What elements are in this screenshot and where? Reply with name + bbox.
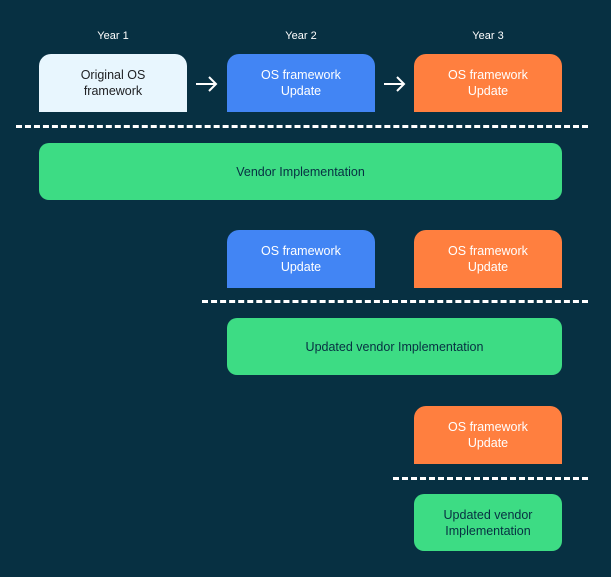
arrow-right-icon [384,76,406,92]
stage-3-divider [393,477,588,480]
os-framework-update-year2-box: OS framework Update [227,54,375,112]
stage-1-divider [16,125,588,128]
updated-vendor-implementation-box: Updated vendor Implementation [227,318,562,375]
arrow-right-icon [196,76,218,92]
vendor-implementation-box: Vendor Implementation [39,143,562,200]
os-framework-update-year2-box: OS framework Update [227,230,375,288]
year-3-label: Year 3 [472,30,504,42]
os-framework-update-year3-box: OS framework Update [414,54,562,112]
updated-vendor-implementation-box: Updated vendor Implementation [414,494,562,551]
year-2-label: Year 2 [285,30,317,42]
os-framework-update-year3-box: OS framework Update [414,406,562,464]
year-1-label: Year 1 [97,30,129,42]
original-os-framework-box: Original OS framework [39,54,187,112]
stage-2-divider [202,300,588,303]
os-framework-update-year3-box: OS framework Update [414,230,562,288]
